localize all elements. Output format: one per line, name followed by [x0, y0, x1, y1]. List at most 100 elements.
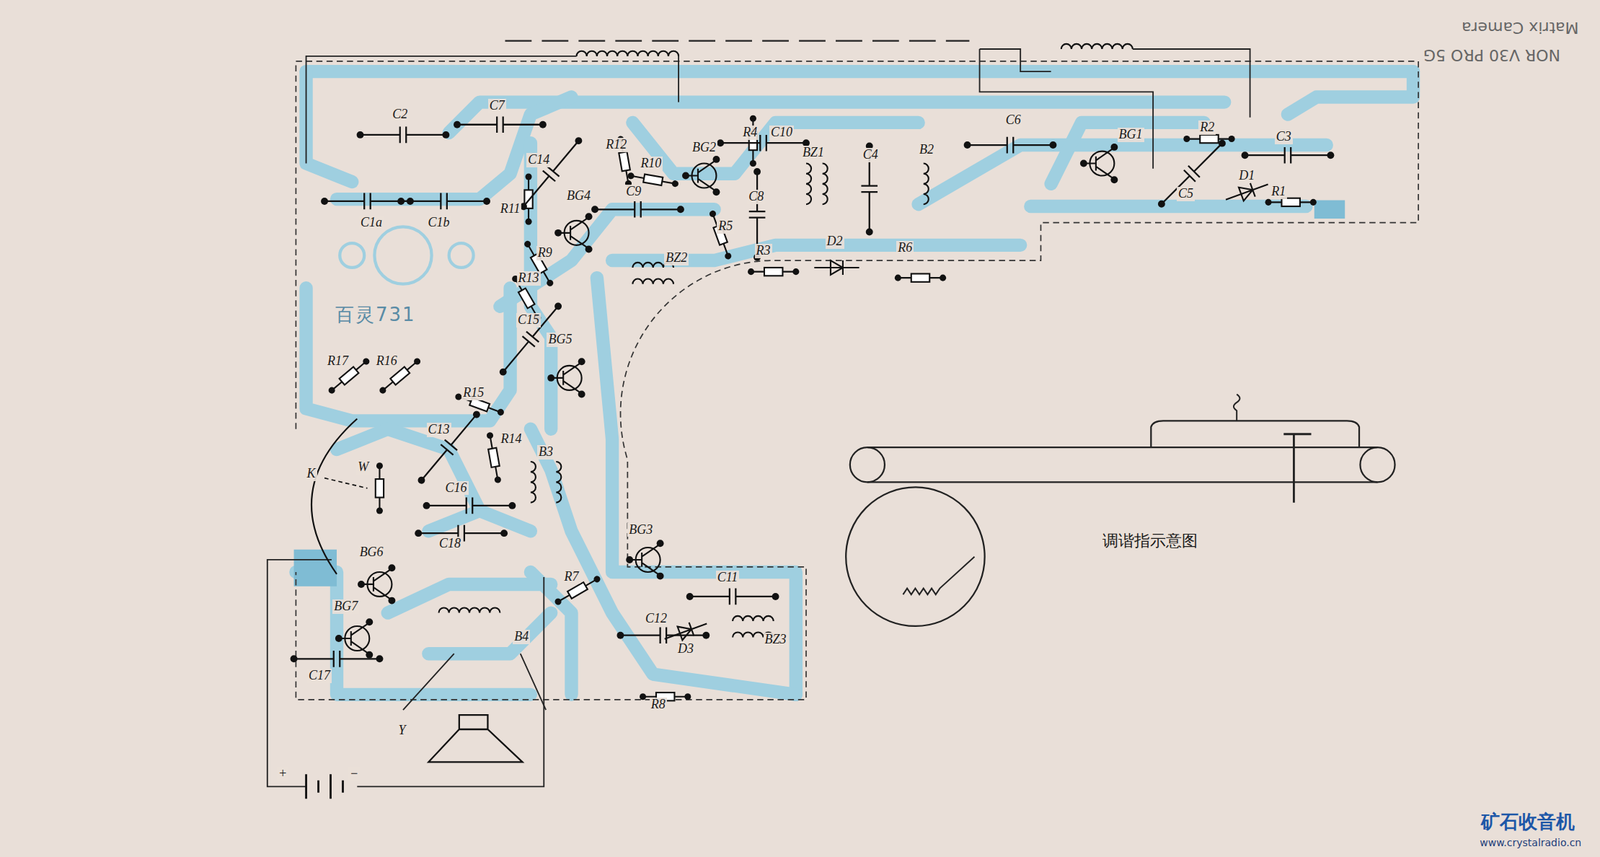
- part-label: BG4: [565, 188, 592, 204]
- wire: [677, 56, 680, 103]
- resistor-symbol: [747, 267, 799, 276]
- capacitors: [290, 116, 1335, 667]
- pin-dot: [625, 555, 634, 564]
- ferrite-rod: [505, 40, 970, 42]
- coil-symbol: [732, 615, 774, 621]
- part-label: R1: [1269, 184, 1288, 200]
- wire: [403, 653, 455, 710]
- polarity-mark: −: [348, 766, 360, 781]
- pin-dot: [1080, 160, 1088, 168]
- part-label: BG7: [332, 599, 360, 614]
- polarity-mark: +: [276, 766, 289, 781]
- trace: [306, 71, 353, 182]
- coil-symbol: [530, 461, 536, 503]
- part-label: BZ1: [801, 145, 826, 161]
- part-label: K: [305, 466, 318, 481]
- resistor-symbol: [894, 273, 947, 282]
- wire: [520, 653, 546, 710]
- coil-symbol: [576, 51, 680, 57]
- transistor-leads: [550, 363, 580, 393]
- board-outline: [295, 61, 1419, 700]
- wire: [356, 576, 544, 786]
- part-label: C9: [624, 184, 643, 200]
- speaker-symbol: [428, 714, 523, 762]
- copper-traces: [295, 71, 1414, 695]
- capacitor-symbol: [964, 136, 1058, 154]
- coil-symbol: [923, 163, 929, 205]
- transistor-leads: [338, 623, 368, 653]
- trace: [306, 64, 1414, 78]
- pin-dot: [578, 357, 586, 365]
- coil-symbol: [439, 607, 501, 613]
- capacitor-symbol: [413, 406, 486, 489]
- part-label: D1: [1237, 168, 1257, 184]
- pin-dot: [357, 580, 365, 588]
- part-label: R7: [563, 569, 581, 585]
- part-label: C15: [516, 312, 541, 328]
- trace: [1030, 199, 1306, 213]
- part-label: R9: [536, 245, 554, 261]
- trace: [387, 584, 551, 613]
- part-label: C5: [1176, 186, 1195, 202]
- part-label: R15: [461, 385, 486, 401]
- pad: [294, 549, 337, 587]
- part-label: BG1: [1117, 127, 1145, 143]
- switch-link: [324, 478, 368, 489]
- pin-dot: [335, 634, 343, 642]
- watermark: www.crystalradio.cn: [1478, 837, 1583, 848]
- pin-dot: [1110, 143, 1118, 151]
- pin-dot: [713, 155, 721, 163]
- part-label: B2: [917, 142, 936, 158]
- board-name: 百灵731: [333, 304, 418, 326]
- diode-symbol: [661, 616, 709, 646]
- part-label: C7: [488, 98, 507, 114]
- tuning-sketch: [845, 394, 1395, 626]
- transistor-leads: [629, 545, 659, 574]
- pin-dot: [713, 188, 721, 196]
- part-label: R8: [649, 697, 667, 712]
- part-label: BG5: [546, 332, 574, 347]
- part-label: R17: [325, 354, 350, 369]
- transistor-leads: [685, 161, 715, 191]
- pad: [1314, 200, 1345, 219]
- pin-dot: [585, 245, 593, 254]
- pin-dot: [578, 390, 586, 399]
- trace: [306, 287, 511, 421]
- resistor-symbol: [1265, 198, 1317, 207]
- part-label: C12: [643, 611, 669, 626]
- wires: [267, 49, 1251, 786]
- part-label: BG3: [627, 522, 654, 538]
- diode-symbol: [814, 260, 859, 275]
- resistor-symbol: [1183, 134, 1235, 143]
- capacitor-symbol: [1152, 134, 1231, 212]
- part-label: C18: [437, 536, 463, 551]
- capacitor-symbol: [320, 193, 414, 210]
- wire: [979, 49, 1154, 169]
- part-label: R4: [741, 125, 759, 140]
- capacitor-symbol: [423, 497, 517, 515]
- watermark: NOR V30 PRO 5G: [1421, 46, 1562, 64]
- mount-hole: [374, 226, 432, 284]
- part-label: BZ2: [664, 250, 689, 266]
- battery-symbol: [306, 773, 344, 799]
- part-label: R11: [498, 201, 523, 217]
- pin-dot: [547, 374, 555, 382]
- part-label: C10: [769, 125, 794, 140]
- coil-symbol: [806, 163, 812, 205]
- capacitor-symbol: [1241, 147, 1335, 164]
- capacitor-symbol: [356, 126, 450, 144]
- pin-dot: [387, 597, 396, 605]
- part-label: R2: [1198, 120, 1216, 135]
- capacitor-symbol: [716, 134, 810, 152]
- mount-hole: [449, 242, 474, 268]
- trace: [336, 429, 480, 511]
- wire: [306, 56, 577, 164]
- capacitor-symbol: [453, 116, 547, 133]
- pot-outline: [311, 418, 357, 574]
- part-label: C13: [426, 422, 452, 437]
- part-label: R13: [516, 271, 541, 286]
- transistor-leads: [1083, 149, 1113, 179]
